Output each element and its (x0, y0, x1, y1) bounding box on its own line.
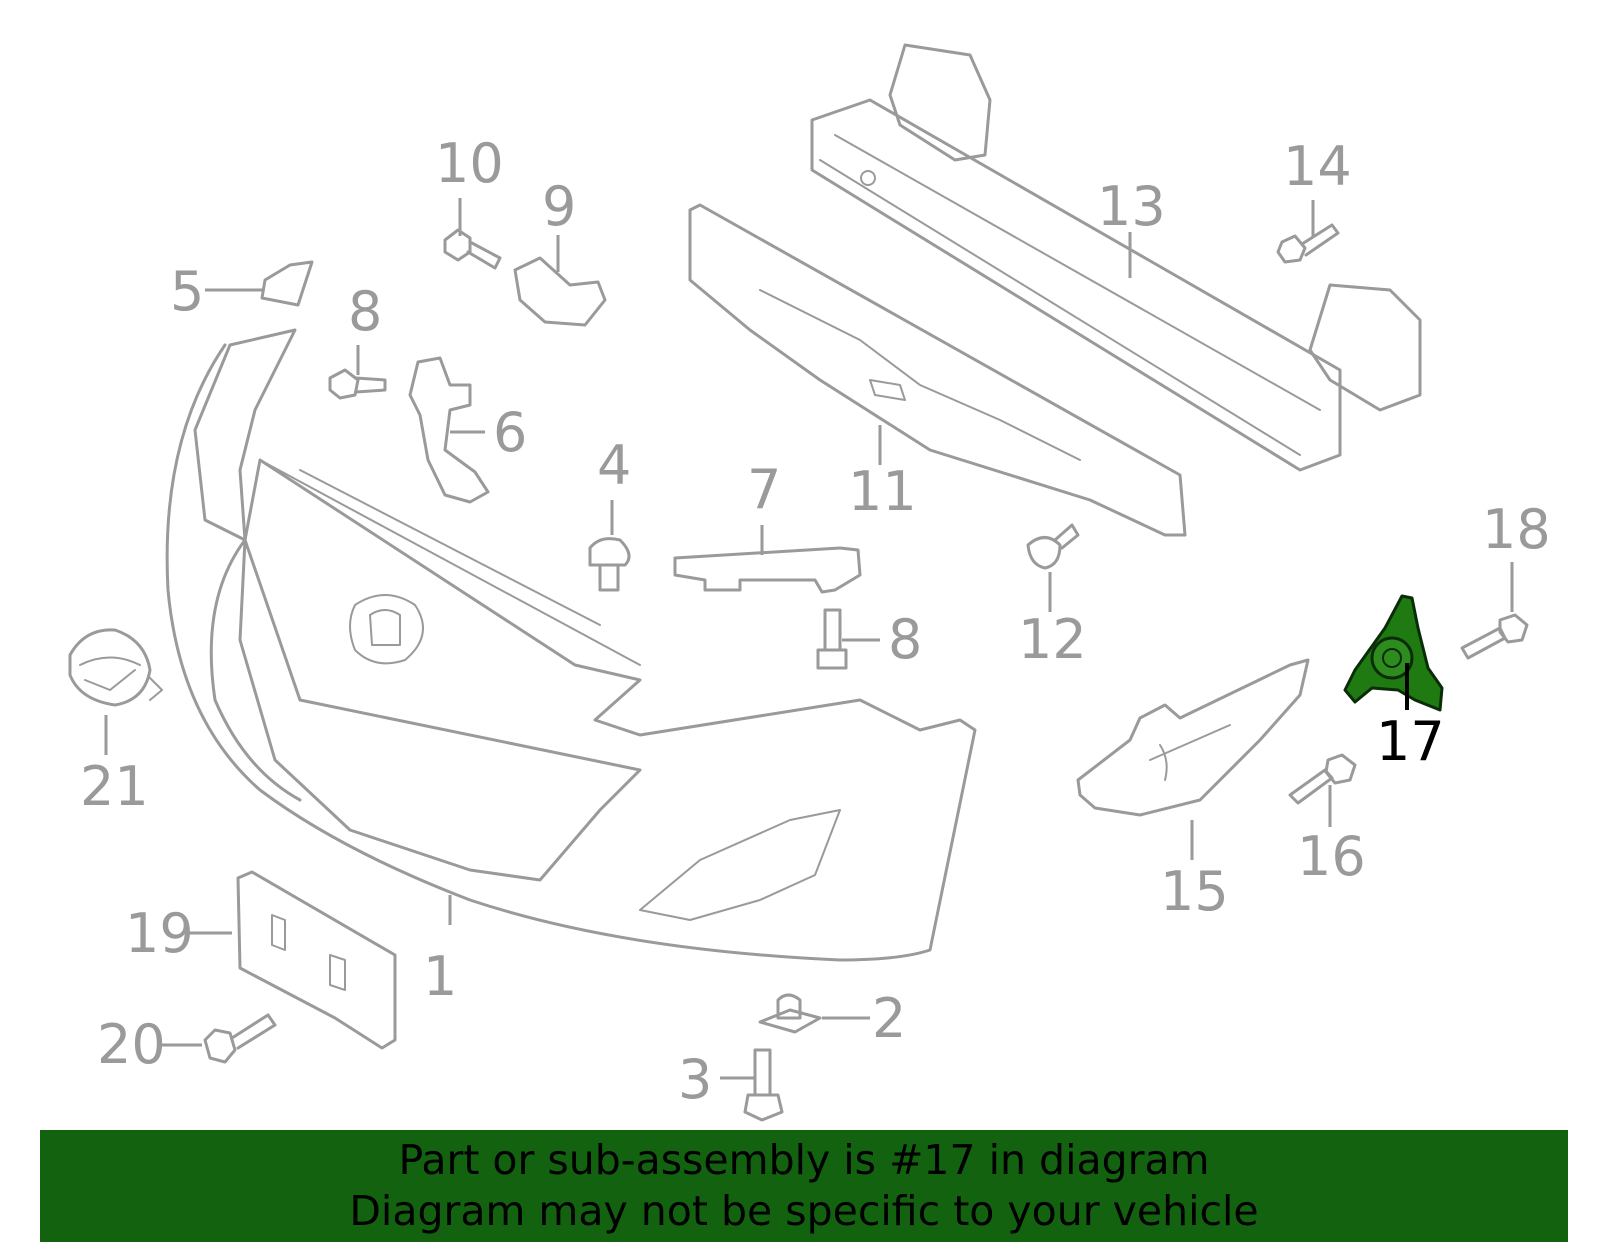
callout-1: 1 (423, 945, 457, 1008)
callout-4: 4 (597, 434, 631, 497)
callout-10: 10 (435, 132, 504, 195)
part-11-energy-absorber[interactable] (688, 203, 1187, 537)
callout-8-lower: 8 (888, 608, 922, 671)
callout-20: 20 (97, 1013, 166, 1076)
leader-lines (104, 198, 1514, 1080)
callout-13: 13 (1097, 175, 1166, 238)
callout-15: 15 (1160, 860, 1229, 923)
callout-5: 5 (170, 260, 204, 323)
info-banner: Part or sub-assembly is #17 in diagram D… (40, 1130, 1568, 1242)
part-7-bracket[interactable] (673, 546, 862, 594)
part-16-bolt[interactable] (1288, 753, 1357, 805)
callout-11: 11 (848, 460, 917, 523)
part-8-bolt-lower[interactable] (816, 608, 848, 670)
callout-21: 21 (80, 755, 149, 818)
part-13-bumper-reinforcement[interactable] (810, 43, 1422, 472)
part-6-bracket[interactable] (408, 356, 490, 504)
banner-line-part-number: Part or sub-assembly is #17 in diagram (398, 1136, 1210, 1184)
callout-19: 19 (125, 902, 194, 965)
callout-7: 7 (747, 458, 781, 521)
callout-8-upper: 8 (348, 280, 382, 343)
part-8-bolt-upper[interactable] (328, 368, 387, 400)
parts-diagram: 1 2 3 4 5 6 7 8 8 9 10 11 12 13 14 15 16… (68, 43, 1551, 1122)
callout-17: 17 (1376, 710, 1445, 773)
part-12-clip[interactable] (1026, 523, 1080, 570)
part-10-bolt[interactable] (443, 228, 502, 270)
callout-3: 3 (678, 1048, 712, 1111)
callout-labels: 1 2 3 4 5 6 7 8 8 9 10 11 12 13 14 15 16… (80, 132, 1551, 1111)
part-17-highlighted[interactable] (1343, 594, 1444, 712)
callout-14: 14 (1283, 135, 1352, 198)
callout-12: 12 (1018, 608, 1087, 671)
part-18-bolt[interactable] (1460, 613, 1529, 660)
part-1-bumper-cover[interactable] (165, 328, 977, 962)
part-9-bracket[interactable] (513, 256, 607, 327)
callout-2: 2 (872, 987, 906, 1050)
part-19-plate-bracket[interactable] (236, 870, 397, 1050)
part-21-emblem[interactable] (68, 628, 163, 707)
part-3-bolt[interactable] (743, 1048, 784, 1122)
part-4-clip[interactable] (588, 537, 631, 592)
banner-line-disclaimer: Diagram may not be specific to your vehi… (349, 1187, 1259, 1235)
part-20-bolt[interactable] (203, 1013, 277, 1064)
part-14-bolt[interactable] (1276, 223, 1340, 264)
callout-16: 16 (1297, 825, 1366, 888)
part-5-bracket[interactable] (260, 260, 314, 307)
callout-9: 9 (542, 175, 576, 238)
part-2-nut[interactable] (758, 993, 822, 1034)
callout-6: 6 (493, 401, 527, 464)
callout-18: 18 (1482, 498, 1551, 561)
part-15-lamp-bracket[interactable] (1076, 658, 1310, 817)
